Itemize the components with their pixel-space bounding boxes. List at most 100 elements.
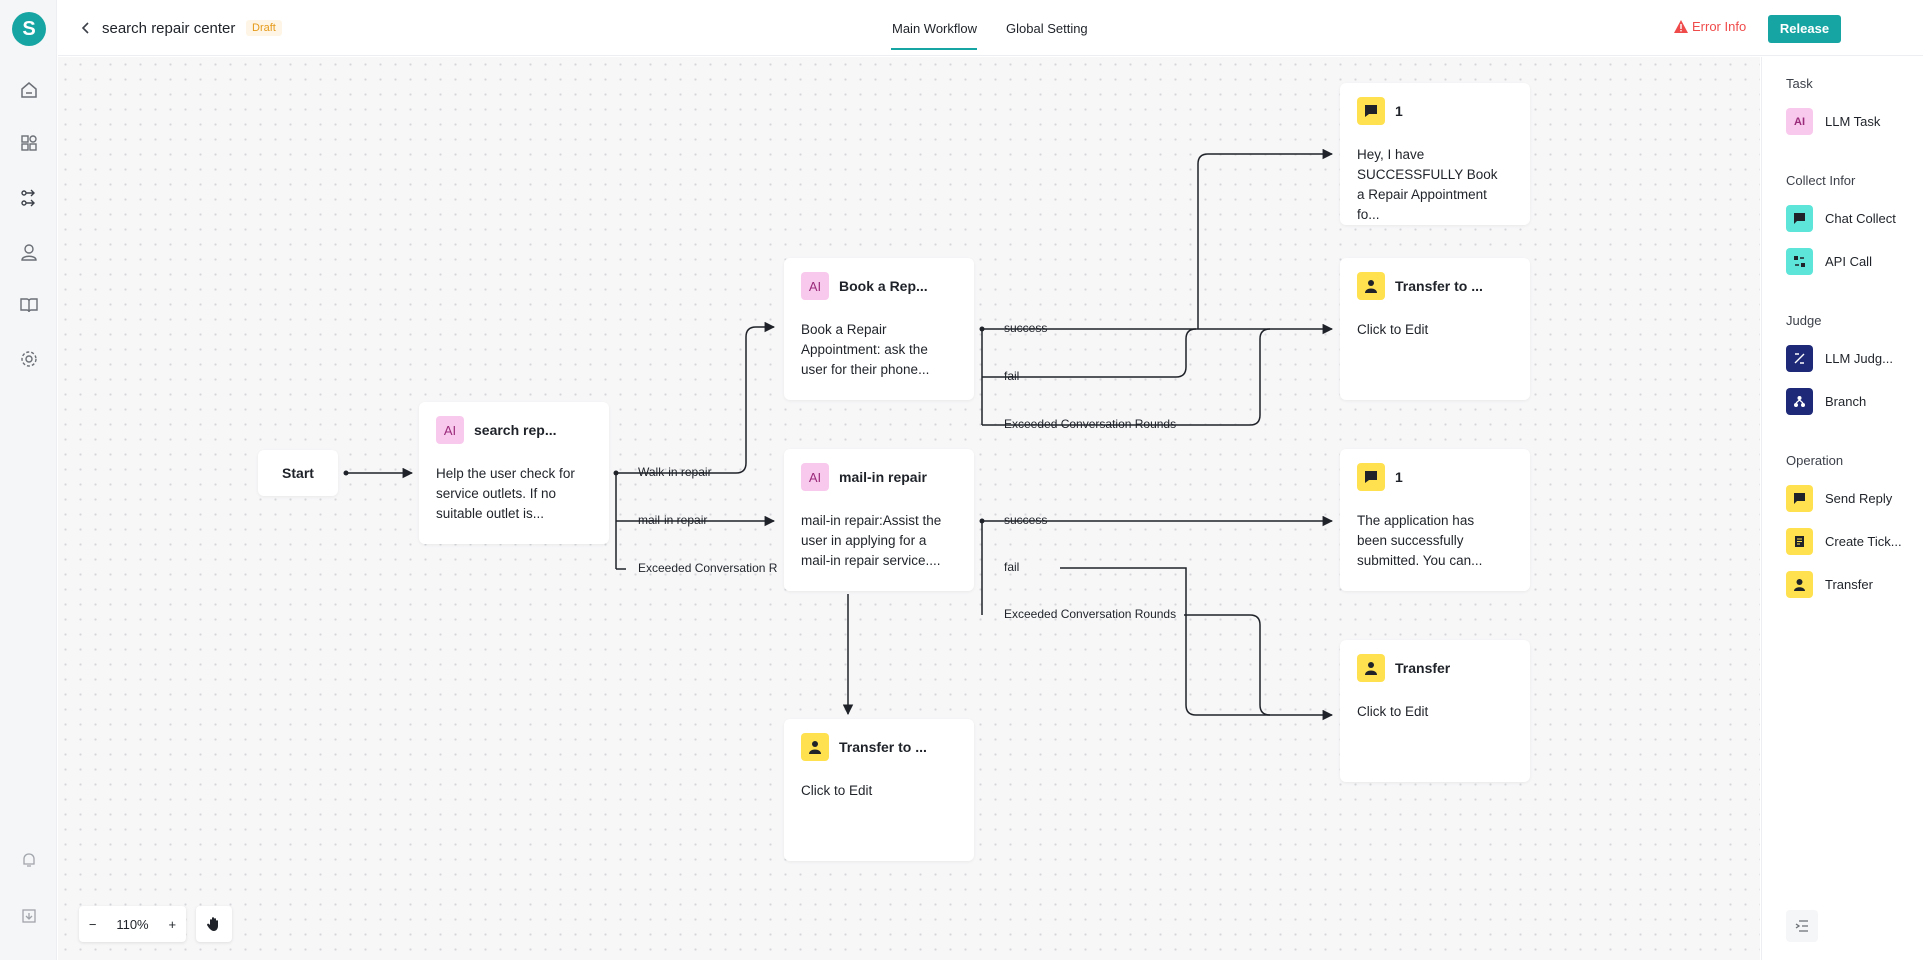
download-icon[interactable] bbox=[17, 904, 41, 928]
agent-icon[interactable] bbox=[17, 240, 41, 264]
settings-icon[interactable] bbox=[17, 347, 41, 371]
ai-icon: AI bbox=[801, 463, 829, 491]
edge-mailin-exceeded bbox=[1184, 614, 1271, 716]
node-mail-in-repair[interactable]: AI mail-in repair mail-in repair:Assist … bbox=[784, 449, 974, 591]
node-transfer-right-body: Click to Edit bbox=[1357, 704, 1429, 719]
person-icon bbox=[801, 733, 829, 761]
zoom-controls: − 110% + bbox=[79, 906, 186, 942]
section-task: Task bbox=[1786, 76, 1813, 91]
palette-item-label: LLM Task bbox=[1825, 114, 1881, 129]
node-reply2-title: 1 bbox=[1395, 469, 1403, 485]
edge-walkin bbox=[615, 327, 774, 569]
top-header: search repair center Draft Main Workflow… bbox=[58, 0, 1923, 56]
node-send-reply-2[interactable]: 1 The application has been successfully … bbox=[1340, 449, 1530, 591]
palette-item-label: Create Tick... bbox=[1825, 534, 1902, 549]
palette-item-label: Branch bbox=[1825, 394, 1867, 409]
judge-icon bbox=[1786, 345, 1813, 372]
palette-transfer[interactable]: Transfer bbox=[1786, 571, 1873, 598]
node-search-body: Help the user check for service outlets.… bbox=[436, 466, 575, 521]
palette-llm-judge[interactable]: LLM Judg... bbox=[1786, 345, 1893, 372]
node-search-title: search rep... bbox=[474, 422, 557, 438]
person-icon bbox=[1357, 654, 1385, 682]
palette-api-call[interactable]: API Call bbox=[1786, 248, 1872, 275]
node-start-label: Start bbox=[282, 465, 314, 481]
collapse-panel-icon[interactable] bbox=[1786, 910, 1818, 942]
workflow-canvas[interactable]: Start AI search rep... Help the user che… bbox=[58, 57, 1760, 960]
node-search[interactable]: AI search rep... Help the user check for… bbox=[419, 402, 609, 544]
app-logo[interactable]: S bbox=[12, 12, 46, 46]
node-reply1-body: Hey, I have SUCCESSFULLY Book a Repair A… bbox=[1357, 147, 1498, 222]
bell-icon[interactable] bbox=[17, 848, 41, 872]
edge-book-success-up bbox=[1197, 148, 1334, 329]
node-reply2-header: 1 bbox=[1357, 463, 1403, 491]
zoom-in-icon[interactable]: + bbox=[168, 916, 177, 932]
back-arrow-icon[interactable] bbox=[76, 18, 96, 38]
zoom-out-icon[interactable]: − bbox=[88, 916, 97, 932]
branch-icon bbox=[1786, 388, 1813, 415]
node-transfer-right-header: Transfer bbox=[1357, 654, 1450, 682]
edge-label-fail-2: fail bbox=[1004, 560, 1020, 574]
palette-item-label: Chat Collect bbox=[1825, 211, 1896, 226]
node-send-reply-1[interactable]: 1 Hey, I have SUCCESSFULLY Book a Repair… bbox=[1340, 83, 1530, 225]
book-icon[interactable] bbox=[17, 293, 41, 317]
node-mailin-body: mail-in repair:Assist the user in applyi… bbox=[801, 513, 942, 568]
api-icon bbox=[1786, 248, 1813, 275]
edge-label-exceeded-1: Exceeded Conversation R bbox=[638, 561, 778, 575]
ai-icon: AI bbox=[1786, 108, 1813, 135]
node-transfer-bottom-header: Transfer to ... bbox=[801, 733, 927, 761]
home-icon[interactable] bbox=[17, 78, 41, 102]
palette-create-ticket[interactable]: Create Tick... bbox=[1786, 528, 1902, 555]
release-button[interactable]: Release bbox=[1768, 15, 1841, 43]
zoom-level: 110% bbox=[116, 916, 149, 932]
node-search-header: AI search rep... bbox=[436, 416, 557, 444]
node-reply1-title: 1 bbox=[1395, 103, 1403, 119]
palette-llm-task[interactable]: AI LLM Task bbox=[1786, 108, 1880, 135]
node-palette: Task AI LLM Task Collect Infor Chat Coll… bbox=[1761, 57, 1923, 960]
palette-branch[interactable]: Branch bbox=[1786, 388, 1866, 415]
chat-icon bbox=[1786, 485, 1813, 512]
ai-icon: AI bbox=[436, 416, 464, 444]
hand-tool-icon[interactable] bbox=[196, 906, 232, 942]
node-book-header: AI Book a Rep... bbox=[801, 272, 928, 300]
section-judge: Judge bbox=[1786, 313, 1822, 328]
node-transfer-bottom-body: Click to Edit bbox=[801, 783, 873, 798]
node-transfer-right[interactable]: Transfer Click to Edit bbox=[1340, 640, 1530, 782]
node-transfer-bottom[interactable]: Transfer to ... Click to Edit bbox=[784, 719, 974, 861]
error-info-label: Error Info bbox=[1692, 19, 1747, 34]
edge-book-exceeded bbox=[982, 328, 1271, 426]
edges-layer bbox=[343, 148, 1334, 721]
node-transfer-top[interactable]: Transfer to ... Click to Edit bbox=[1340, 258, 1530, 400]
chat-icon bbox=[1357, 97, 1385, 125]
node-start[interactable]: Start bbox=[258, 450, 338, 496]
palette-item-label: LLM Judg... bbox=[1825, 351, 1893, 366]
error-info-button[interactable]: Error Info bbox=[1674, 19, 1746, 34]
person-icon bbox=[1786, 571, 1813, 598]
node-transfer-top-header: Transfer to ... bbox=[1357, 272, 1483, 300]
tab-main-workflow[interactable]: Main Workflow bbox=[892, 21, 978, 36]
palette-item-label: Send Reply bbox=[1825, 491, 1893, 506]
status-badge: Draft bbox=[246, 20, 282, 36]
node-reply1-header: 1 bbox=[1357, 97, 1403, 125]
palette-chat-collect[interactable]: Chat Collect bbox=[1786, 205, 1896, 232]
palette-item-label: API Call bbox=[1825, 254, 1872, 269]
left-sidebar: S bbox=[0, 0, 57, 960]
edge-label-exceeded-3: Exceeded Conversation Rounds bbox=[1004, 607, 1177, 621]
node-reply2-body: The application has been successfully su… bbox=[1357, 513, 1483, 568]
node-transfer-top-title: Transfer to ... bbox=[1395, 278, 1483, 294]
node-transfer-bottom-title: Transfer to ... bbox=[839, 739, 927, 755]
node-mailin-header: AI mail-in repair bbox=[801, 463, 927, 491]
workflow-icon[interactable] bbox=[17, 186, 41, 210]
edge-book-fail bbox=[982, 328, 1197, 378]
edge-label-fail-1: fail bbox=[1004, 369, 1020, 383]
edge-label-walkin: Walk-in repair bbox=[638, 465, 712, 479]
apps-icon[interactable] bbox=[17, 131, 41, 155]
tab-global-setting[interactable]: Global Setting bbox=[1006, 21, 1088, 36]
section-operation: Operation bbox=[1786, 453, 1844, 468]
palette-send-reply[interactable]: Send Reply bbox=[1786, 485, 1892, 512]
ticket-icon bbox=[1786, 528, 1813, 555]
edge-label-success-1: success bbox=[1004, 321, 1048, 335]
node-book-title: Book a Rep... bbox=[839, 278, 928, 294]
node-book-repair[interactable]: AI Book a Rep... Book a Repair Appointme… bbox=[784, 258, 974, 400]
node-transfer-right-title: Transfer bbox=[1395, 660, 1451, 676]
